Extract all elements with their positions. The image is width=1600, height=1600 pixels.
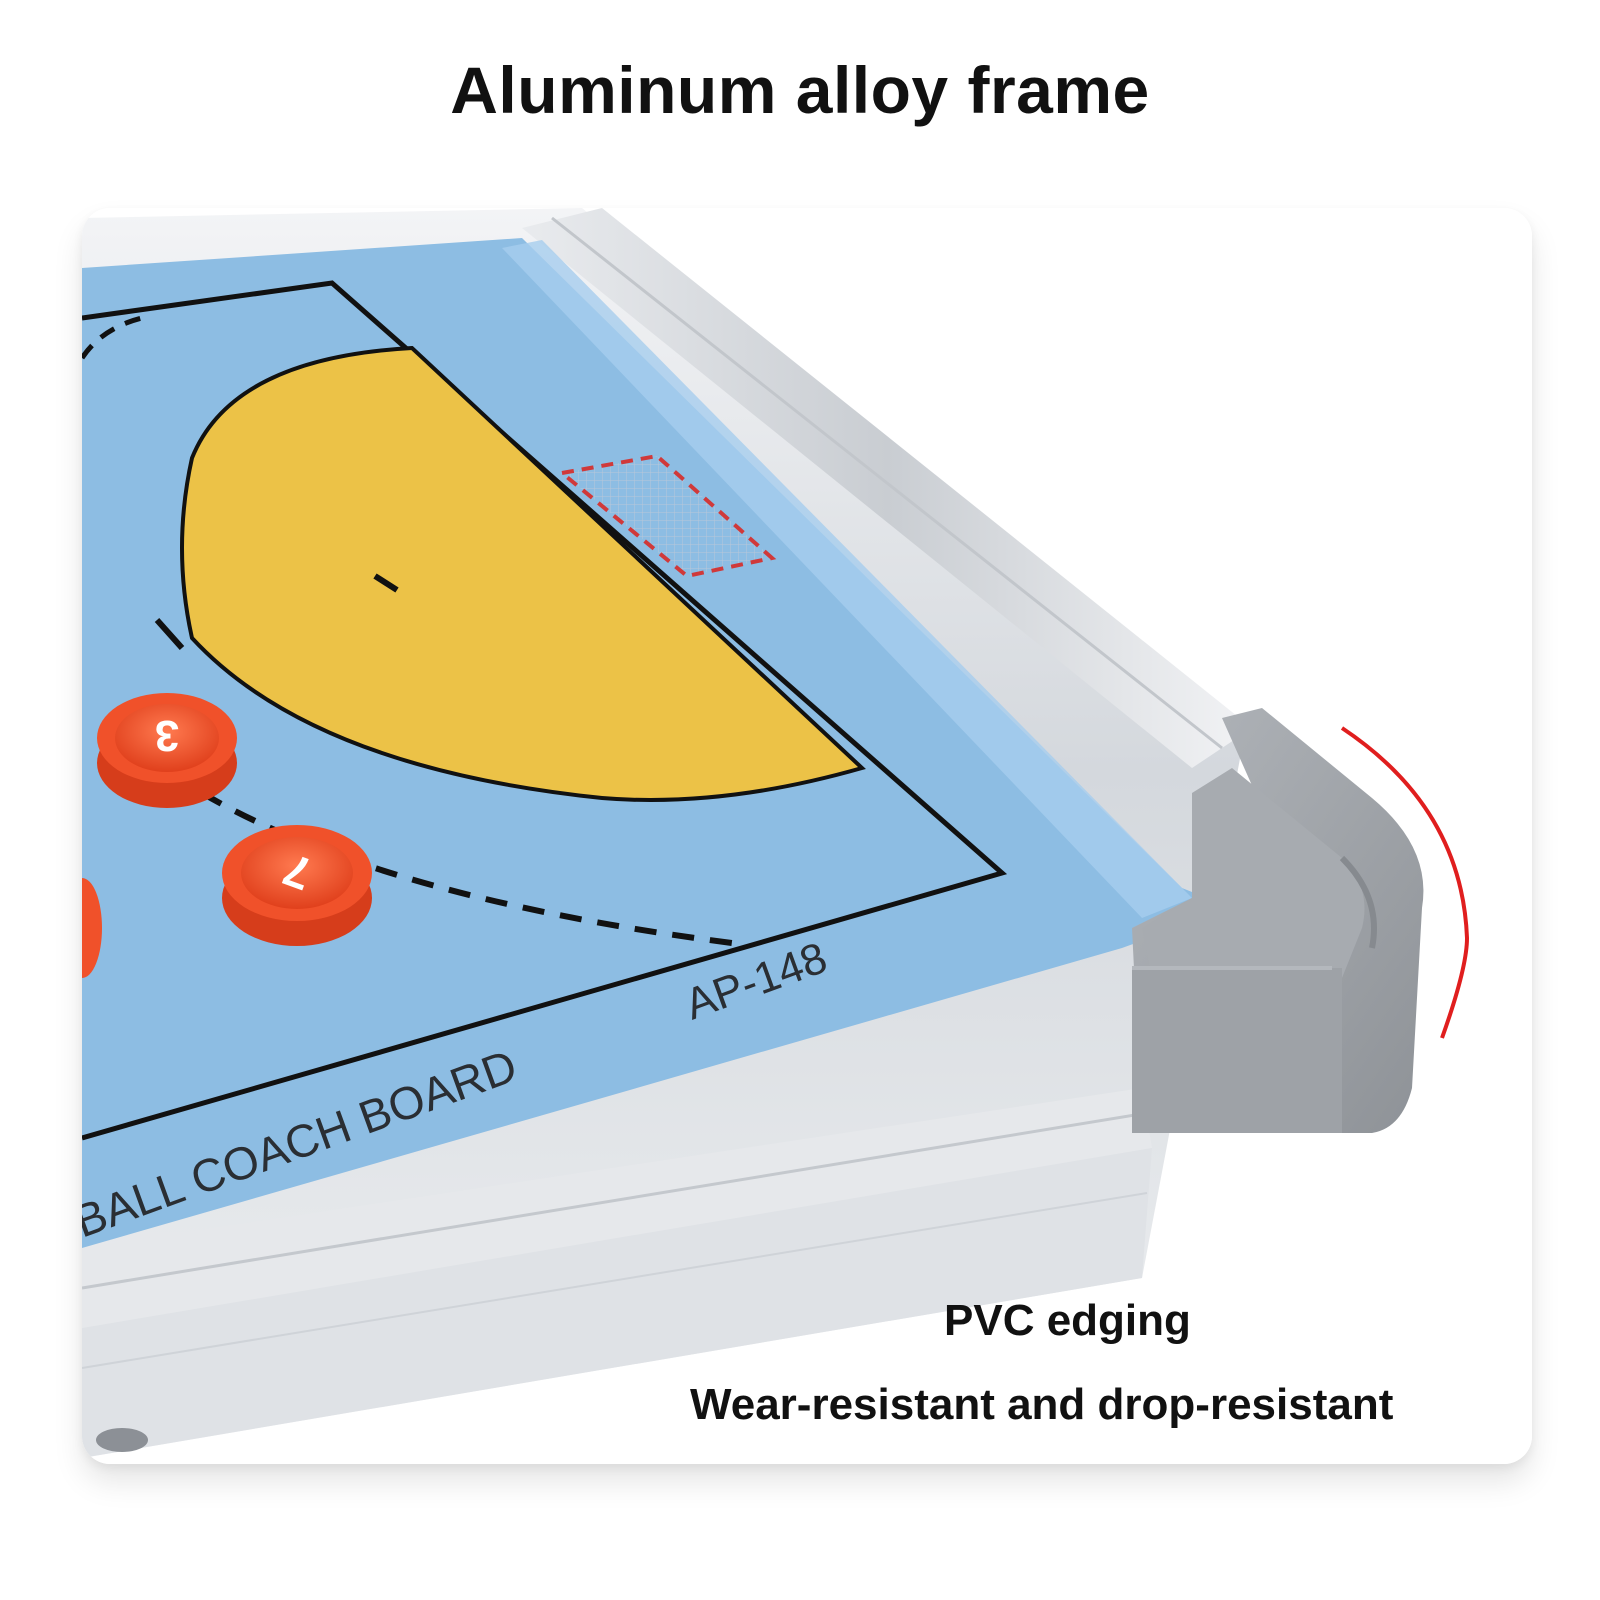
magnet-3-number: 3: [155, 711, 179, 760]
pvc-corner-protector: [1132, 708, 1424, 1133]
player-magnet-partial: [82, 878, 102, 978]
free-throw-line: [82, 315, 143, 360]
goal-area: [180, 345, 866, 802]
product-photo: 3 7 BALL COACH BOARD AP-148: [82, 208, 1532, 1464]
player-magnet-3: [97, 693, 237, 808]
headline: Aluminum alloy frame: [450, 53, 1150, 127]
goal-net: [557, 453, 777, 579]
feature-pvc-edging: PVC edging: [944, 1296, 1191, 1345]
feature-wear-resistant: Wear-resistant and drop-resistant: [690, 1380, 1394, 1429]
player-magnet-7: [222, 825, 372, 946]
hinge-screw: [96, 1428, 148, 1452]
red-accent-line: [1340, 726, 1470, 1039]
court-boundary: [82, 280, 1008, 1141]
